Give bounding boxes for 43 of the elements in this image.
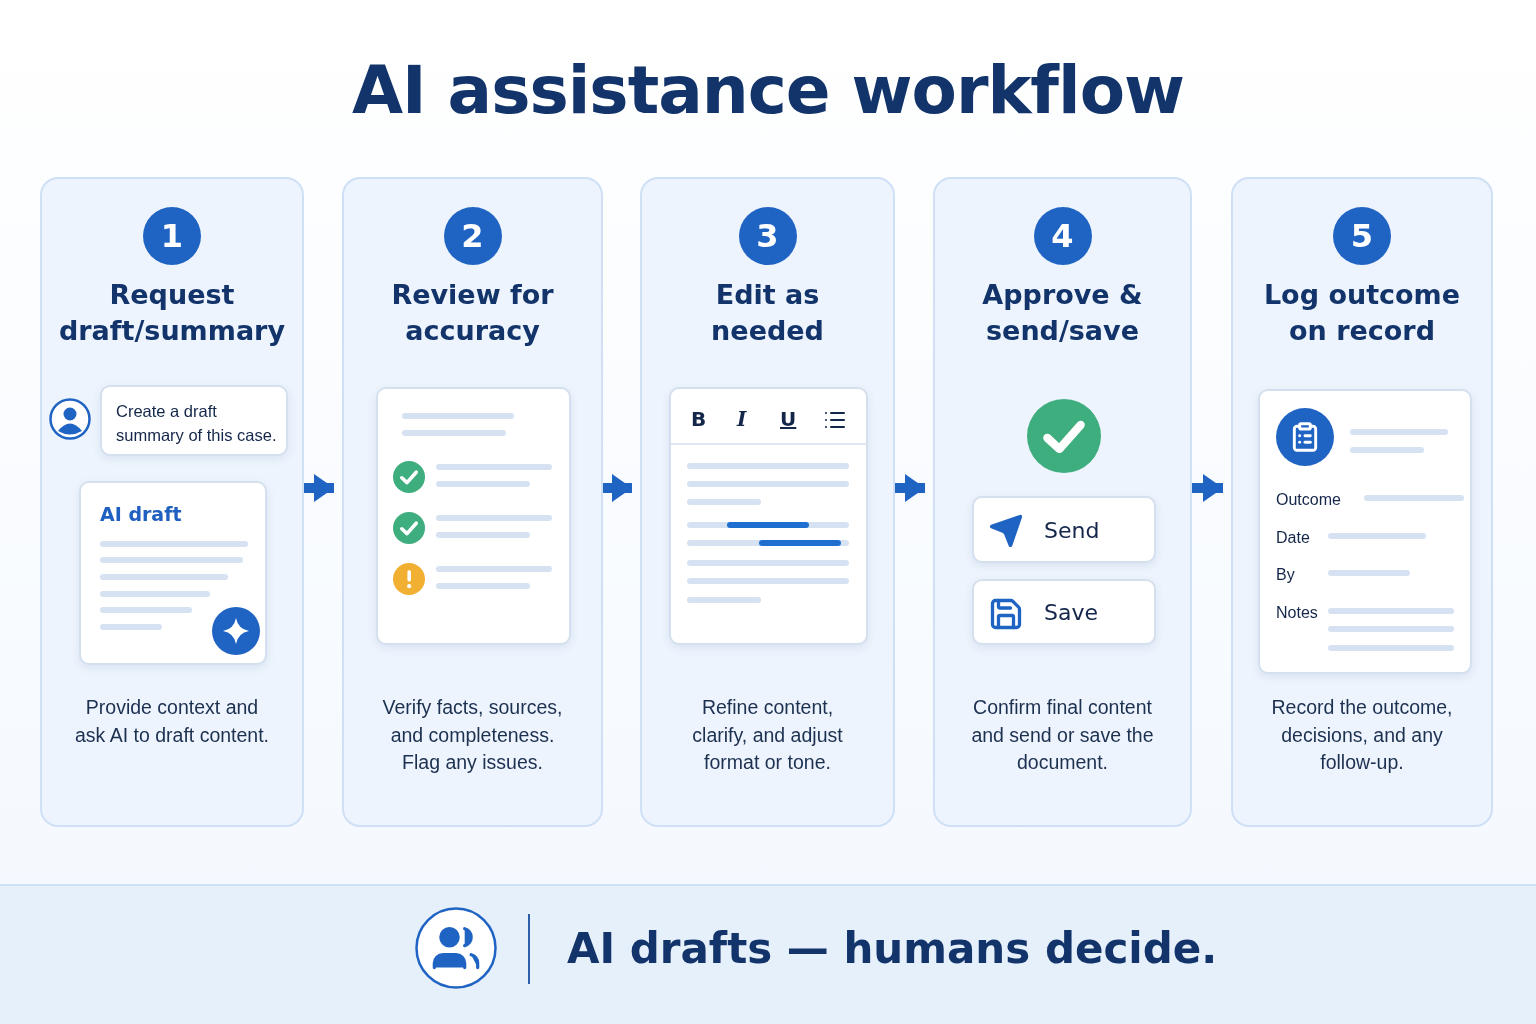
step-panel	[342, 177, 603, 827]
save-button	[972, 579, 1156, 645]
chat-bubble	[100, 385, 288, 456]
step-title: Edit as needed	[710, 278, 825, 348]
arrow	[304, 474, 334, 502]
field-label: Notes	[1276, 604, 1318, 622]
step-panel	[40, 177, 304, 827]
footer-band	[0, 884, 1536, 1024]
bold-button-label: B	[691, 407, 707, 431]
step-panel	[640, 177, 895, 827]
record-card	[1258, 389, 1472, 674]
field-label: Outcome	[1276, 491, 1341, 509]
underline-button-label: U	[780, 407, 797, 431]
step-title: Request draft/summary	[57, 278, 287, 348]
italic-button-label: I	[737, 407, 747, 431]
ai-draft-card	[79, 481, 267, 665]
card-heading: AI draft	[100, 503, 182, 525]
step-number: 1	[143, 207, 201, 265]
step-description: Confirm final content and send or save the document.	[970, 695, 1155, 775]
step-title: Log outcome on record	[1262, 278, 1462, 348]
step-number: 5	[1333, 207, 1391, 265]
step-number: 4	[1033, 207, 1092, 265]
step-panel	[933, 177, 1192, 827]
prompt-text: Create a draft summary of this case.	[116, 401, 278, 446]
arrow	[1192, 474, 1223, 502]
step-title: Review for accuracy	[390, 278, 555, 348]
step-description: Refine content, clarify, and adjust format or tone.	[691, 695, 844, 775]
step-description: Record the outcome, decisions, and any follow-up.	[1270, 695, 1454, 775]
tagline: AI drafts — humans decide.	[567, 924, 1218, 973]
button-label: Save	[1044, 599, 1098, 625]
field-label: Date	[1276, 529, 1310, 547]
step-description: Provide context and ask AI to draft content.	[74, 695, 270, 748]
send-button	[972, 496, 1156, 563]
step-number: 3	[738, 207, 797, 265]
step-title: Approve & send/save	[981, 278, 1144, 348]
step-panel	[1231, 177, 1493, 827]
step-number: 2	[443, 207, 502, 265]
button-label: Send	[1044, 517, 1100, 542]
arrow	[603, 474, 632, 502]
field-label: By	[1276, 566, 1295, 584]
arrow	[895, 474, 925, 502]
diagram-title: AI assistance workflow	[351, 52, 1185, 129]
step-description: Verify facts, sources, and completeness. Flag any issues.	[381, 695, 564, 775]
